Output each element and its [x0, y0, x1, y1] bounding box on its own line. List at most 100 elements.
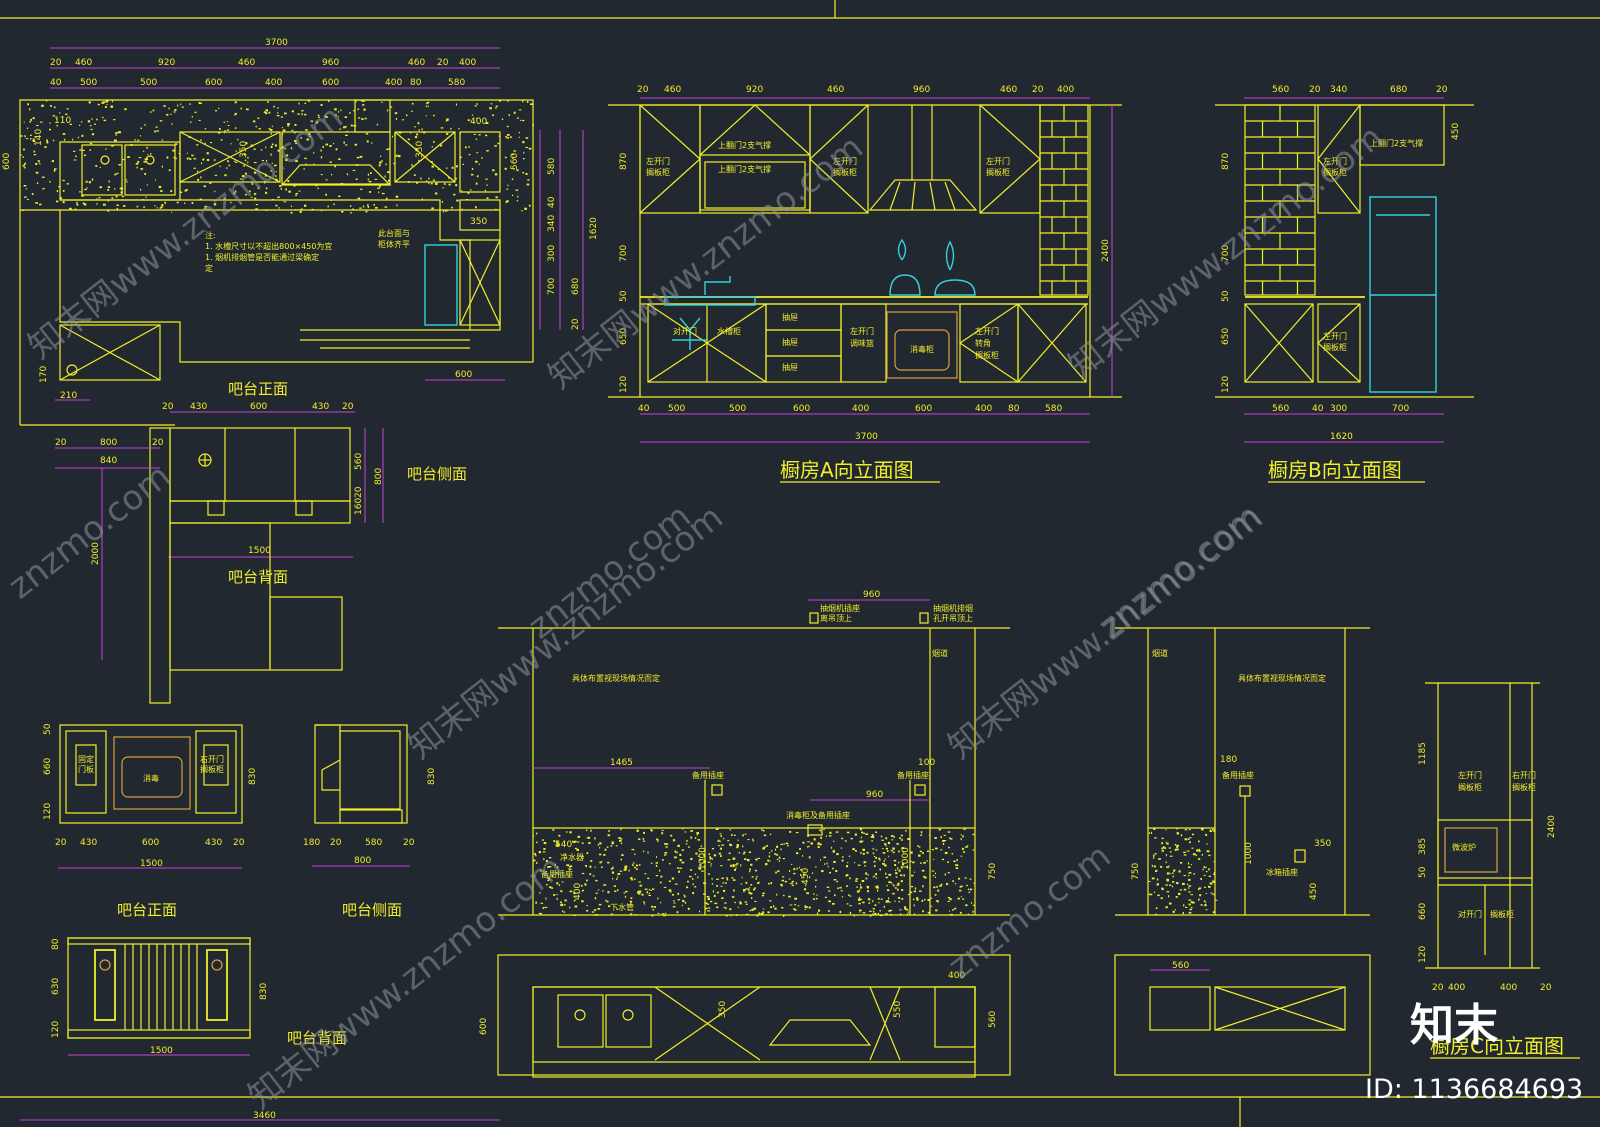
granite-speck — [369, 191, 372, 193]
granite-speck — [1151, 877, 1155, 880]
granite-speck — [861, 831, 864, 834]
granite-speck — [530, 103, 533, 105]
granite-speck — [324, 115, 326, 117]
granite-speck — [1205, 893, 1208, 895]
granite-speck — [931, 849, 934, 851]
granite-speck — [155, 126, 158, 128]
granite-speck — [794, 897, 797, 900]
granite-speck — [353, 125, 357, 127]
granite-speck — [569, 865, 573, 868]
granite-speck — [855, 878, 859, 880]
granite-speck — [176, 201, 179, 204]
granite-speck — [876, 886, 879, 889]
granite-speck — [750, 863, 753, 866]
granite-speck — [173, 156, 175, 159]
granite-speck — [295, 131, 297, 133]
granite-speck — [291, 129, 294, 132]
granite-speck — [872, 835, 875, 837]
granite-speck — [732, 879, 736, 881]
granite-speck — [81, 134, 84, 137]
granite-speck — [446, 133, 449, 135]
granite-speck — [602, 890, 604, 892]
granite-speck — [542, 851, 546, 853]
elevA-label-11: 抽屉 — [782, 337, 798, 347]
granite-speck — [937, 889, 940, 892]
granite-speck — [254, 162, 257, 164]
granite-speck — [692, 883, 694, 886]
granite-speck — [949, 910, 950, 912]
granite-speck — [313, 151, 315, 154]
granite-speck — [86, 187, 88, 189]
granite-speck — [753, 907, 757, 910]
granite-speck — [271, 125, 273, 128]
granite-speck — [813, 838, 816, 841]
granite-speck — [320, 156, 323, 159]
granite-speck — [970, 902, 973, 904]
granite-speck — [547, 879, 550, 881]
plan-row2-6: 400 — [385, 78, 402, 88]
granite-speck — [525, 173, 528, 175]
granite-speck — [30, 118, 32, 121]
granite-speck — [73, 159, 77, 161]
granite-speck — [1180, 862, 1183, 864]
granite-speck — [711, 848, 714, 850]
granite-speck — [275, 204, 278, 207]
granite-speck — [146, 158, 148, 160]
granite-speck — [651, 830, 653, 832]
granite-speck — [1173, 870, 1175, 872]
granite-speck — [201, 162, 203, 165]
granite-speck — [733, 889, 735, 892]
granite-speck — [930, 897, 932, 899]
elevB-top-0: 560 — [1272, 85, 1289, 95]
bb2-width: 1500 — [150, 1046, 173, 1056]
granite-speck — [625, 890, 628, 893]
granite-texture — [533, 828, 976, 917]
granite-speck — [107, 199, 109, 202]
granite-speck — [46, 100, 48, 102]
granite-speck — [35, 163, 38, 165]
granite-speck — [56, 190, 59, 193]
granite-speck — [793, 908, 795, 910]
granite-speck — [882, 848, 884, 849]
granite-speck — [476, 152, 479, 154]
granite-speck — [396, 204, 398, 207]
granite-speck — [599, 847, 601, 849]
elevB-bottom-0: 560 — [1272, 404, 1289, 414]
granite-speck — [101, 101, 104, 104]
granite-speck — [656, 856, 657, 858]
granite-speck — [144, 172, 146, 175]
wm-1: znzmo.com — [1, 456, 179, 607]
granite-speck — [513, 168, 515, 170]
granite-speck — [697, 855, 700, 857]
granite-speck — [967, 845, 969, 847]
elevA-bottom-3: 600 — [793, 404, 810, 414]
granite-speck — [330, 199, 332, 201]
elevC-left-4: 120 — [1418, 946, 1428, 963]
granite-speck — [245, 142, 248, 145]
granite-speck — [343, 126, 346, 129]
granite-speck — [781, 907, 784, 909]
wallA-from-ceiling: 离吊顶上 — [820, 613, 852, 623]
granite-speck — [1155, 913, 1158, 916]
bar-top-3: 430 — [312, 402, 329, 412]
plan-dim-b210: 210 — [60, 391, 77, 401]
granite-speck — [52, 139, 55, 142]
granite-speck — [247, 156, 249, 159]
granite-speck — [754, 887, 756, 890]
granite-speck — [257, 117, 260, 119]
granite-speck — [726, 878, 729, 881]
granite-speck — [281, 146, 284, 149]
granite-speck — [902, 851, 905, 853]
granite-speck — [569, 906, 571, 909]
granite-speck — [75, 155, 77, 157]
elevC-label-6: 搁板柜 — [1490, 909, 1514, 919]
granite-texture — [1148, 828, 1218, 916]
granite-speck — [401, 119, 405, 121]
elevation-c: 左开门搁板柜右开门搁板柜微波炉对开门搁板柜 118538550660120 24… — [1418, 682, 1580, 1059]
granite-speck — [20, 154, 22, 156]
granite-speck — [560, 890, 563, 893]
granite-speck — [960, 855, 963, 857]
